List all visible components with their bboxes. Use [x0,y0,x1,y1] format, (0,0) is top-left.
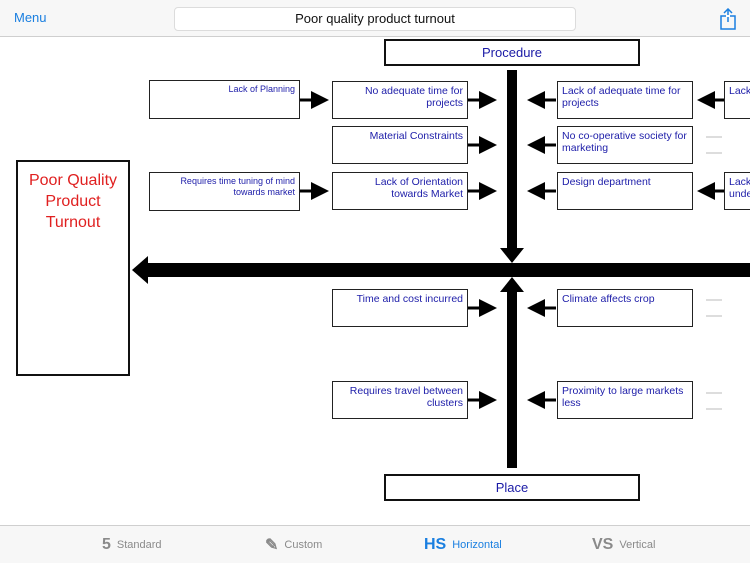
tab-label: Vertical [619,539,656,551]
diagram-title-field[interactable]: Poor quality product turnout [174,7,576,31]
cause-box[interactable]: Lack of Orientation towards Market [332,172,468,210]
cause-box[interactable]: Lack [724,81,750,119]
cause-box[interactable]: Climate affects crop [557,289,693,327]
cause-box[interactable]: No co-operative society for marketing [557,126,693,164]
tab-label: Horizontal [452,539,502,551]
tab-label: Custom [284,539,323,551]
cause-box[interactable]: Material Constraints [332,126,468,164]
bottom-bone-arrow [500,277,524,468]
top-bone-arrow [500,70,524,263]
cause-box[interactable]: Time and cost incurred [332,289,468,327]
tab-vertical[interactable]: VS Vertical [592,535,655,555]
vertical-vs-icon: VS [592,536,614,553]
cause-arrow [300,91,724,409]
tab-label: Standard [116,539,162,551]
bottom-tab-bar: 5 Standard ✎ Custom HS Horizontal VS Ver… [0,525,750,563]
tab-standard[interactable]: 5 Standard [102,535,162,555]
cause-box[interactable]: Design department [557,172,693,210]
tab-custom[interactable]: ✎ Custom [265,535,322,555]
top-bar: Menu Poor quality product turnout [0,0,750,37]
horizontal-hs-icon: HS [424,536,447,553]
cause-box[interactable]: Lack of Planning [149,80,300,119]
tab-horizontal[interactable]: HS Horizontal [424,535,502,555]
diagram-canvas[interactable]: Procedure Place Poor Quality Product Tur… [0,37,750,524]
cause-box[interactable]: Requires travel between clusters [332,381,468,419]
problem-head[interactable]: Poor Quality Product Turnout [16,160,130,376]
cause-box[interactable]: Requires time tuning of mind towards mar… [149,172,300,211]
cause-box[interactable]: No adequate time for projects [332,81,468,119]
category-place[interactable]: Place [384,474,640,501]
share-icon[interactable] [718,8,738,30]
cause-box[interactable]: Lack of adequate time for projects [557,81,693,119]
spine-arrow [132,256,750,284]
faint-stub-lines [706,136,722,410]
category-procedure[interactable]: Procedure [384,39,640,66]
menu-button[interactable]: Menu [14,10,47,25]
pencil-icon: ✎ [265,537,279,554]
cause-box[interactable]: Proximity to large markets less [557,381,693,419]
fishbone-lines [132,70,750,468]
cause-box[interactable]: Lack unde [724,172,750,210]
standard-5-icon: 5 [102,536,111,553]
